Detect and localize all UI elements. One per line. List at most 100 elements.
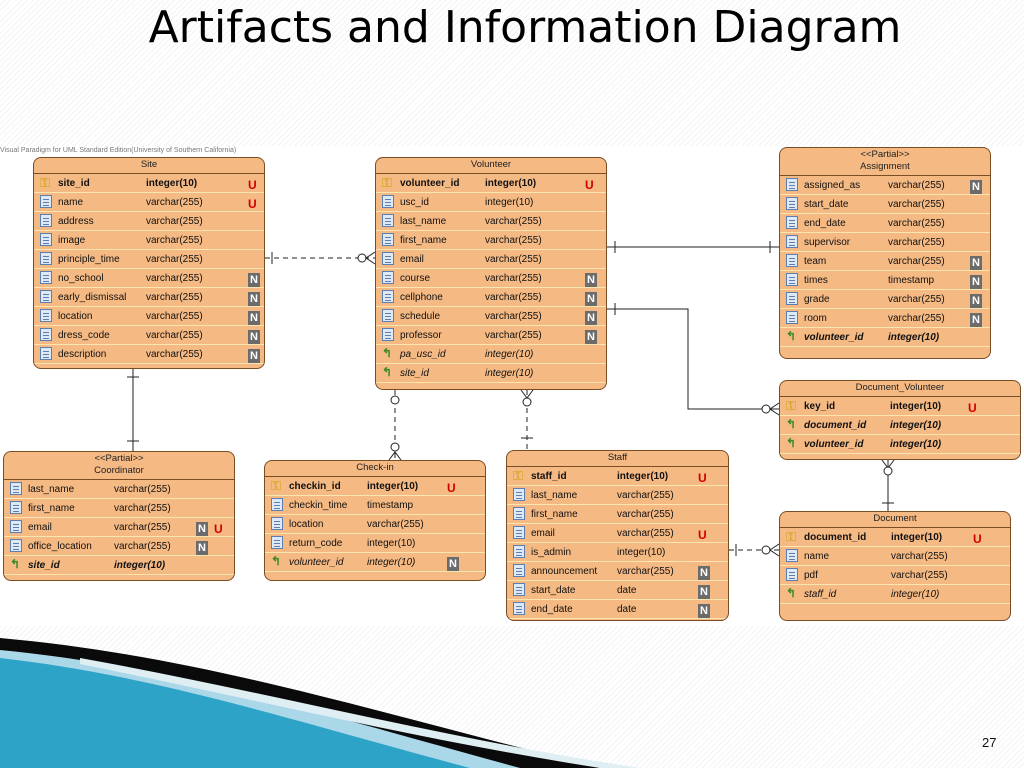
nullable-badge: N [585, 311, 597, 325]
column-name: pdf [804, 570, 818, 581]
column-type: timestamp [888, 275, 935, 286]
column-type: varchar(255) [146, 197, 203, 208]
entity-name: Volunteer [470, 159, 512, 170]
rel-volunteer-checkin-crow [388, 451, 402, 461]
foreign-key-icon: ↰ [382, 365, 393, 379]
primary-key-icon: ⚿ [786, 398, 796, 413]
column-icon [10, 501, 22, 514]
column-name: professor [400, 330, 442, 341]
entity-name: Check-in [356, 462, 394, 473]
entity-stereotype: <<Partial>> [94, 453, 144, 464]
entity-stereotype: <<Partial>> [860, 149, 910, 160]
nullable-badge: N [248, 349, 260, 363]
entity-header: Site [34, 158, 264, 174]
column-type: varchar(255) [485, 330, 542, 341]
nullable-badge: N [248, 311, 260, 325]
column-row[interactable]: last_name varchar(255) [4, 480, 234, 499]
rel-site-volunteer-circle [357, 253, 367, 263]
column-type: integer(10) [890, 401, 942, 412]
unique-badge: U [248, 197, 257, 211]
column-icon [40, 214, 52, 227]
column-type: varchar(255) [114, 484, 171, 495]
column-name: first_name [28, 503, 75, 514]
primary-key-icon: ⚿ [271, 478, 281, 493]
rel-volunteer-checkin-circle1 [390, 395, 400, 405]
column-icon [382, 233, 394, 246]
column-name: dress_code [58, 330, 110, 341]
column-type: integer(10) [114, 560, 166, 571]
column-icon [786, 178, 798, 191]
entity-header: Staff [507, 451, 728, 467]
unique-badge: U [698, 471, 707, 485]
column-type: varchar(255) [617, 509, 674, 520]
column-name: last_name [28, 484, 75, 495]
column-name: office_location [28, 541, 92, 552]
column-icon [513, 488, 525, 501]
column-icon [382, 252, 394, 265]
column-icon [513, 602, 525, 615]
